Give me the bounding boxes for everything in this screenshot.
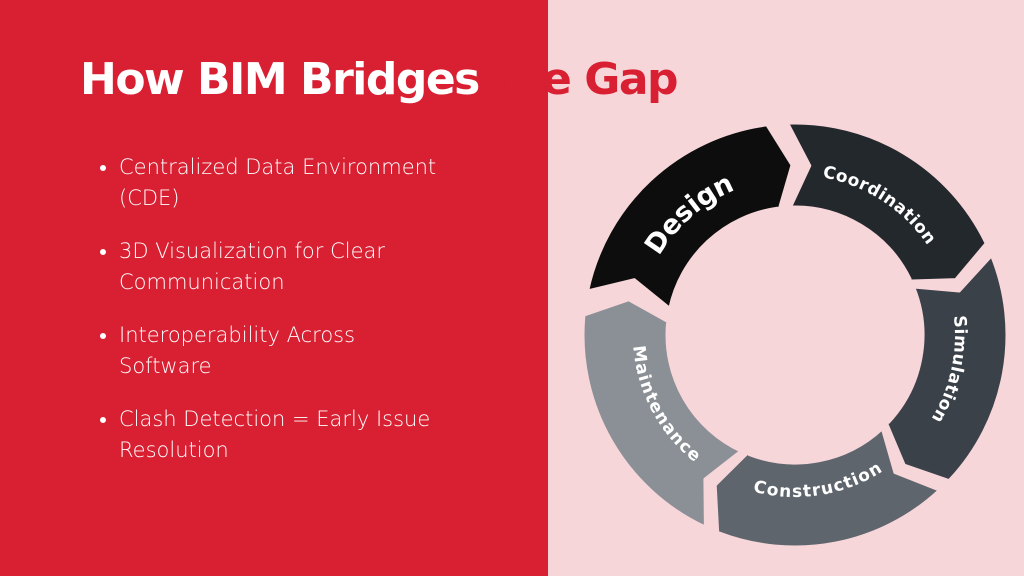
bullet-item-cde: Centralized Data Environment (CDE) xyxy=(100,152,480,214)
bullet-text-line1: 3D Visualization for Clear xyxy=(119,239,385,263)
bullet-item-clash-detection: Clash Detection = Early Issue Resolution xyxy=(100,404,480,466)
title-part-white: How BIM Bridges xyxy=(80,54,493,105)
cycle-segment-construction xyxy=(713,427,942,549)
bullet-text-line1: Clash Detection = Early Issue xyxy=(119,407,431,431)
cycle-segments xyxy=(570,112,1009,549)
left-panel xyxy=(0,0,548,576)
bullet-item-interoperability: Interoperability Across Software xyxy=(100,320,480,382)
bullet-dot xyxy=(100,165,106,171)
cycle-segment-design xyxy=(586,112,794,310)
slide-title: How BIM Bridges the Gap xyxy=(80,54,679,106)
cycle-segment-simulation xyxy=(881,254,1009,487)
bullet-text-line2: Communication xyxy=(119,270,285,294)
bullet-dot xyxy=(100,417,106,423)
bullet-text-line1: Centralized Data Environment xyxy=(119,155,437,179)
bullet-item-visualization: 3D Visualization for Clear Communication xyxy=(100,236,480,298)
bullet-list: Centralized Data Environment (CDE) 3D Vi… xyxy=(100,152,480,488)
title-part-red: the Gap xyxy=(492,54,679,105)
bullet-dot xyxy=(100,333,106,339)
bullet-text-line1: Interoperability Across xyxy=(119,323,356,347)
bullet-text-line2: (CDE) xyxy=(119,186,180,210)
cycle-segment-coordination xyxy=(786,121,997,283)
bullet-text-line2: Resolution xyxy=(119,438,229,462)
bullet-text-line2: Software xyxy=(119,354,212,378)
cycle-segment-maintenance xyxy=(570,298,743,529)
bullet-dot xyxy=(100,249,106,255)
